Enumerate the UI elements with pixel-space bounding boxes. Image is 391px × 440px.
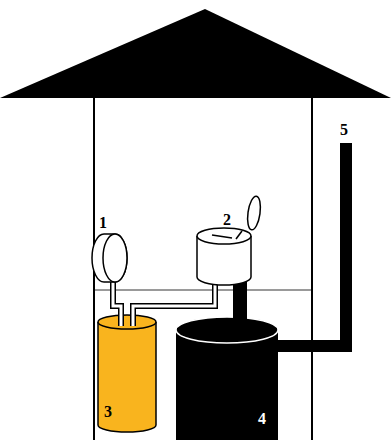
pressure-gauge — [92, 234, 127, 282]
callout-number: 2 — [223, 212, 231, 228]
pipe-inner — [113, 278, 215, 326]
callout-number: 5 — [340, 122, 348, 138]
ground-line — [94, 290, 312, 291]
wall — [311, 98, 313, 440]
gas-meter — [197, 195, 262, 285]
pipe — [113, 278, 215, 326]
vent-pipe — [270, 143, 346, 346]
callout-number: 1 — [99, 215, 107, 231]
black-tank — [176, 317, 278, 440]
roof — [0, 9, 391, 98]
yellow-cylinder — [98, 315, 156, 432]
callout-number: 4 — [258, 411, 266, 427]
shaft — [233, 280, 247, 320]
callout-number: 3 — [104, 404, 112, 420]
